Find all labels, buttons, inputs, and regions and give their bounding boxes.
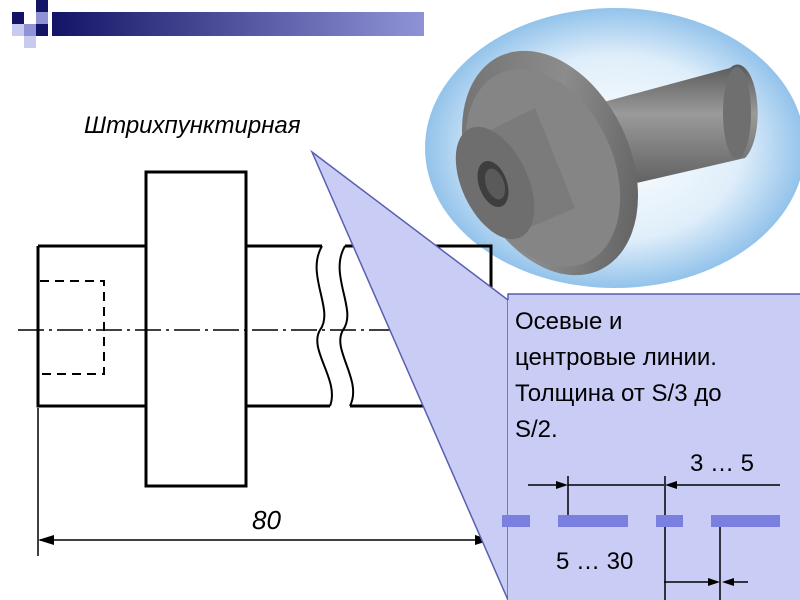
hidden-lines xyxy=(40,280,105,375)
line-type-label: Штрихпунктирная xyxy=(84,112,301,139)
callout-text: Осевые и центровые линии. Толщина от S/3… xyxy=(515,304,797,448)
header-decoration xyxy=(12,0,424,48)
callout-line-1: Осевые и xyxy=(515,308,623,335)
callout-line-3: Толщина от S/3 до xyxy=(515,380,722,407)
dash-segments xyxy=(502,515,780,527)
dash-range-label: 5 … 30 xyxy=(556,548,634,575)
left-shaft-outline xyxy=(36,244,146,408)
callout-line-4: S/2. xyxy=(515,416,558,443)
right-shaft-left-part xyxy=(246,244,330,408)
callout-box xyxy=(508,294,800,600)
flange-outline xyxy=(144,170,248,488)
dim-arrow-left xyxy=(38,535,54,545)
gap-range-label: 3 … 5 xyxy=(690,450,755,477)
dimension-value: 80 xyxy=(252,505,281,535)
callout-line-2: центровые линии. xyxy=(515,344,717,371)
part-3d-render xyxy=(425,8,800,288)
